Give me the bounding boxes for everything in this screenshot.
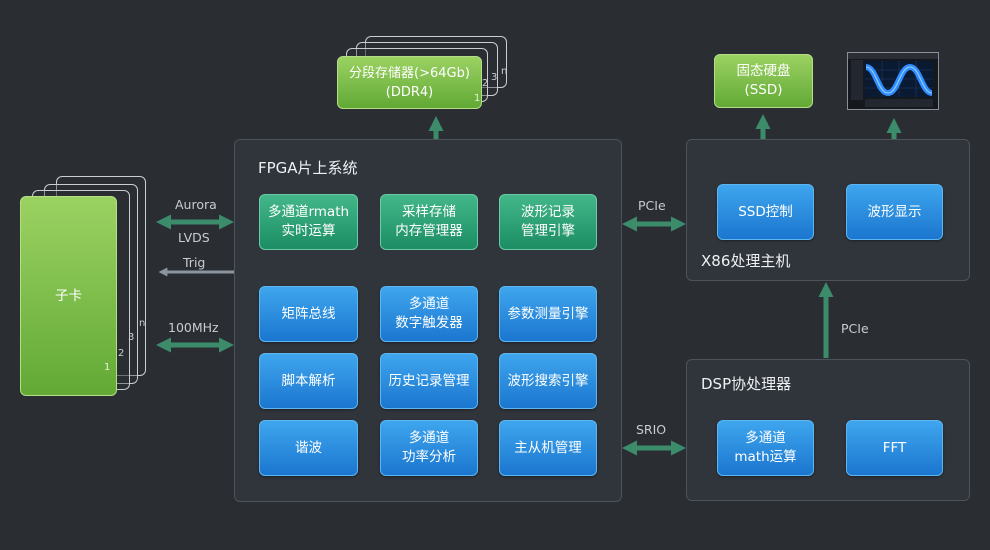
fpga-module-history-label: 历史记录管理 bbox=[388, 372, 470, 389]
memory-stack-num-n: n bbox=[501, 66, 508, 77]
daughter-card: 子卡 bbox=[20, 196, 117, 396]
fpga-module-sample-storage: 采样存储 内存管理器 bbox=[380, 194, 478, 250]
aurora-label: Aurora bbox=[175, 197, 217, 212]
dsp-module-fft: FFT bbox=[846, 420, 943, 476]
fpga-module-waveform-record-label: 波形记录 管理引擎 bbox=[521, 204, 575, 239]
fpga-module-parameter-measure: 参数测量引擎 bbox=[499, 286, 597, 342]
segmented-memory-label: 分段存储器(>64Gb) (DDR4) bbox=[349, 65, 470, 100]
memory-stack-num-2: 2 bbox=[482, 78, 489, 89]
ssd-box: 固态硬盘 (SSD) bbox=[714, 54, 813, 108]
card-stack-num-n: n bbox=[139, 318, 146, 329]
pcie-fpga-label: PCIe bbox=[638, 198, 666, 213]
fpga-title: FPGA片上系统 bbox=[258, 159, 358, 177]
srio-label: SRIO bbox=[636, 422, 667, 437]
waveform-monitor-icon bbox=[847, 52, 939, 110]
fpga-module-script-parse-label: 脚本解析 bbox=[281, 372, 336, 389]
fpga-module-master-slave: 主从机管理 bbox=[499, 420, 597, 476]
dsp-module-math: 多通道 math运算 bbox=[717, 420, 814, 476]
x86-module-waveform-display: 波形显示 bbox=[846, 184, 943, 240]
dsp-module-fft-label: FFT bbox=[882, 439, 907, 456]
fpga-module-sample-storage-label: 采样存储 内存管理器 bbox=[395, 204, 463, 239]
fpga-module-power-analysis: 多通道 功率分析 bbox=[380, 420, 478, 476]
fpga-module-parameter-measure-label: 参数测量引擎 bbox=[507, 305, 589, 322]
fpga-module-matrix-bus: 矩阵总线 bbox=[259, 286, 358, 342]
lvds-label: LVDS bbox=[178, 230, 210, 245]
pcie-dsp-label: PCIe bbox=[841, 321, 869, 336]
fpga-module-harmonic-label: 谐波 bbox=[295, 439, 322, 456]
fpga-module-rmath-label: 多通道rmath 实时运算 bbox=[267, 204, 350, 239]
x86-module-waveform-display-label: 波形显示 bbox=[867, 203, 922, 220]
fpga-module-rmath: 多通道rmath 实时运算 bbox=[259, 194, 358, 250]
fpga-module-harmonic: 谐波 bbox=[259, 420, 358, 476]
fpga-module-script-parse: 脚本解析 bbox=[259, 353, 358, 409]
waveform-screen-icon bbox=[848, 53, 938, 107]
dsp-title: DSP协处理器 bbox=[701, 375, 792, 393]
trig-label: Trig bbox=[183, 255, 206, 270]
dsp-module-math-label: 多通道 math运算 bbox=[734, 430, 797, 465]
card-stack-num-2: 2 bbox=[118, 348, 125, 359]
fpga-module-digital-trigger: 多通道 数字触发器 bbox=[380, 286, 478, 342]
x86-title: X86处理主机 bbox=[701, 252, 791, 270]
x86-module-ssd-control: SSD控制 bbox=[717, 184, 814, 240]
fpga-module-power-analysis-label: 多通道 功率分析 bbox=[402, 430, 456, 465]
fpga-module-digital-trigger-label: 多通道 数字触发器 bbox=[395, 296, 463, 331]
card-stack-num-3: 3 bbox=[128, 332, 135, 343]
memory-stack-num-3: 3 bbox=[491, 72, 498, 83]
fpga-module-waveform-search-label: 波形搜索引擎 bbox=[507, 372, 589, 389]
fpga-module-matrix-bus-label: 矩阵总线 bbox=[281, 305, 336, 322]
fpga-module-waveform-record: 波形记录 管理引擎 bbox=[499, 194, 597, 250]
fpga-module-waveform-search: 波形搜索引擎 bbox=[499, 353, 597, 409]
fpga-module-history: 历史记录管理 bbox=[380, 353, 478, 409]
card-stack-num-1: 1 bbox=[104, 362, 111, 373]
daughter-card-label: 子卡 bbox=[55, 287, 82, 304]
ssd-label: 固态硬盘 (SSD) bbox=[736, 63, 791, 98]
segmented-memory-ddr4: 分段存储器(>64Gb) (DDR4) bbox=[337, 56, 482, 109]
x86-module-ssd-control-label: SSD控制 bbox=[738, 203, 793, 220]
fpga-module-master-slave-label: 主从机管理 bbox=[514, 439, 582, 456]
memory-stack-num-1: 1 bbox=[474, 93, 481, 104]
mhz-label: 100MHz bbox=[168, 320, 219, 335]
